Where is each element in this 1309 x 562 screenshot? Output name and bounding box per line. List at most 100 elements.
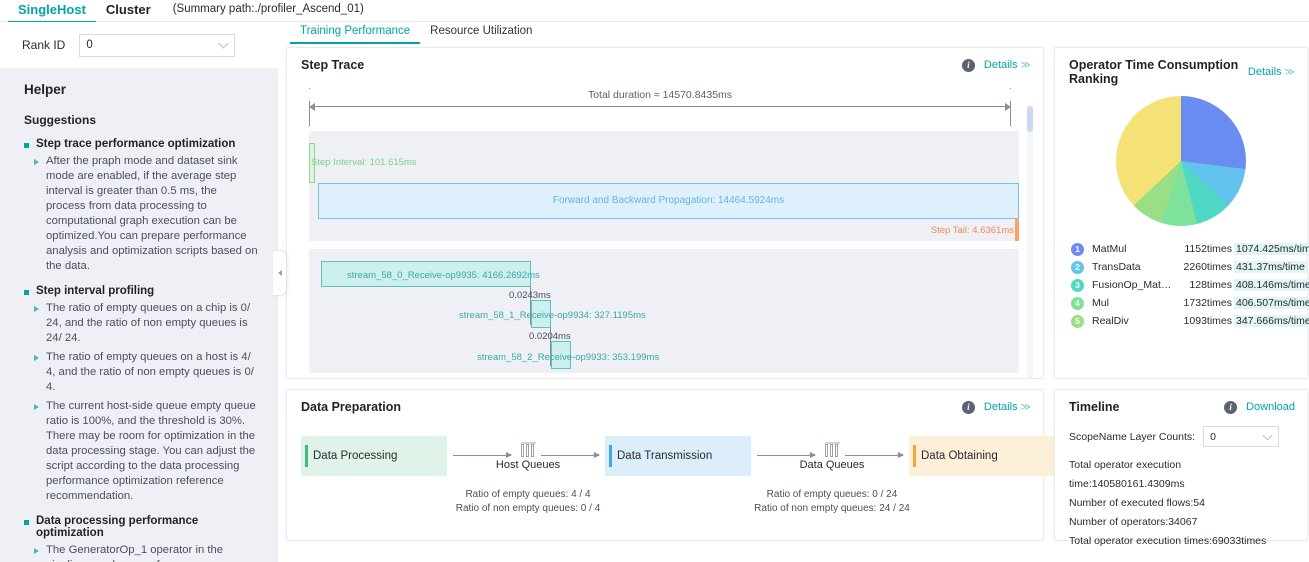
flow-node-data-obtaining[interactable]: Data Obtaining (909, 436, 1055, 476)
suggestion-text: The ratio of empty queues on a chip is 0… (46, 302, 251, 344)
legend-times: 2260times (1183, 261, 1232, 273)
stream-label-0: stream_58_0_Receive-op9935: 4166.2692ms (347, 270, 540, 281)
step-trace-details-link[interactable]: Details ≫ (984, 59, 1031, 71)
legend-row[interactable]: 2 TransData 2260times 431.37ms/time (1071, 258, 1307, 276)
top-tab-cluster[interactable]: Cluster (105, 2, 151, 17)
step-interval-bar[interactable] (309, 143, 315, 183)
chevron-down-icon (218, 38, 229, 49)
flow-arrow-1 (453, 451, 512, 458)
chevron-right-icon: ≫ (1020, 401, 1031, 413)
main-content: Training Performance Resource Utilizatio… (278, 22, 1309, 562)
left-column: Step Trace i Details ≫ (286, 47, 1055, 541)
operator-legend: 1 MatMul 1152times 1074.425ms/time 2 Tra… (1071, 240, 1309, 330)
timeline-body: ScopeName Layer Counts: 0 Total operator… (1055, 414, 1307, 551)
triangle-bullet-icon (34, 355, 39, 361)
flow-node-data-transmission[interactable]: Data Transmission (605, 436, 751, 476)
flow-node-label: Data Processing (313, 450, 398, 462)
queue-data-queues: Data Queues (762, 442, 902, 471)
queue-label: Host Queues (495, 459, 561, 471)
legend-rank-badge: 4 (1071, 296, 1084, 310)
node-accent-bar (913, 445, 916, 467)
legend-operator-name: RealDiv (1092, 315, 1129, 327)
legend-times: 128times (1189, 279, 1232, 291)
sidebar-collapse-handle[interactable] (273, 250, 287, 296)
operator-pie-chart[interactable] (1116, 96, 1246, 226)
timeline-stat-line: Total operator execution times:69033time… (1069, 535, 1267, 547)
info-icon[interactable]: i (1224, 400, 1238, 414)
stream-label-2: stream_58_2_Receive-op9933: 353.199ms (477, 352, 660, 363)
flow-node-data-processing[interactable]: Data Processing (301, 436, 447, 476)
step-trace-scrollbar[interactable] (1027, 106, 1033, 378)
info-icon[interactable]: i (961, 58, 975, 72)
operator-ranking-card: Operator Time Consumption Ranking Detail… (1054, 47, 1309, 379)
stream-bar-0[interactable] (321, 261, 531, 287)
helper-panel: Helper Suggestions Step trace performanc… (6, 68, 272, 562)
bullet-square-icon (24, 520, 29, 525)
step-interval-label: Step Interval: 101.615ms (311, 157, 417, 168)
arrow-left-icon (309, 102, 315, 111)
flow-node-label: Data Transmission (617, 450, 713, 462)
flow-node-label: Data Obtaining (921, 450, 998, 462)
legend-times: 1732times (1183, 297, 1232, 309)
scope-name-select[interactable]: 0 (1203, 426, 1280, 447)
rank-id-value: 0 (86, 39, 93, 51)
step-trace-actions: i Details ≫ (961, 58, 1031, 72)
suggestion-group-head: Data processing performance optimization (24, 515, 258, 539)
suggestion-item: After the praph mode and dataset sink mo… (24, 154, 258, 274)
suggestion-group-head: Step trace performance optimization (24, 138, 258, 150)
stream-bar-1[interactable] (531, 300, 551, 328)
legend-ms-per-time: 431.37ms/time (1234, 261, 1307, 273)
legend-rank-badge: 1 (1071, 242, 1084, 256)
details-label: Details (1247, 66, 1282, 78)
legend-row[interactable]: 3 FusionOp_MatMul… 128times 408.146ms/ti… (1071, 276, 1309, 294)
tab-resource-utilization[interactable]: Resource Utilization (430, 25, 533, 37)
step-trace-header: Step Trace i Details ≫ (287, 48, 1043, 72)
sub-tab-strip: Training Performance Resource Utilizatio… (286, 22, 1308, 47)
stream-connector-1 (550, 328, 551, 366)
scope-name-row: ScopeName Layer Counts: 0 (1069, 426, 1293, 447)
suggestion-item: The ratio of empty queues on a host is 4… (24, 350, 258, 395)
timeline-stat-line: Number of executed flows:54 (1069, 497, 1205, 509)
flow-arrow-3 (757, 451, 816, 458)
rank-id-label: Rank ID (22, 38, 66, 52)
timeline-stat-line: Number of operators:34067 (1069, 516, 1198, 528)
chevron-right-icon: ≫ (1020, 59, 1031, 71)
ratio-empty-queues: Ratio of empty queues: 0 / 24 (766, 489, 898, 500)
triangle-bullet-icon (34, 306, 39, 312)
legend-ms-per-time: 347.666ms/time (1234, 315, 1309, 327)
chevron-down-icon (1262, 430, 1273, 441)
node-accent-bar (609, 445, 612, 467)
legend-operator-name: MatMul (1092, 243, 1127, 255)
step-trace-title: Step Trace (301, 58, 365, 72)
chevron-right-icon: ≫ (1284, 66, 1295, 78)
bullet-square-icon (24, 290, 29, 295)
tab-training-performance[interactable]: Training Performance (290, 22, 421, 44)
legend-operator-name: Mul (1092, 297, 1109, 309)
top-navigation-bar: SingleHost Cluster (Summary path:./profi… (0, 0, 1309, 23)
right-column: Operator Time Consumption Ranking Detail… (1054, 47, 1309, 547)
rank-id-select[interactable]: 0 (79, 33, 236, 57)
top-tab-singlehost[interactable]: SingleHost (8, 2, 96, 23)
forward-backward-bar[interactable]: Forward and Backward Propagation: 14464.… (318, 183, 1019, 219)
stream-connector-0 (530, 287, 531, 325)
timeline-download-link[interactable]: Download (1246, 401, 1295, 413)
operator-ranking-details-link[interactable]: Details ≫ (1248, 66, 1295, 78)
stream-bar-2[interactable] (551, 341, 571, 369)
forward-backward-label: Forward and Backward Propagation: 14464.… (552, 195, 785, 206)
legend-row[interactable]: 1 MatMul 1152times 1074.425ms/time (1071, 240, 1309, 258)
step-tail-bar[interactable] (1015, 219, 1019, 241)
legend-ms-per-time: 408.146ms/time (1234, 279, 1309, 291)
helper-title: Helper (24, 82, 67, 97)
scrollbar-thumb[interactable] (1027, 106, 1033, 132)
queue-host-queues: Host Queues (458, 442, 598, 471)
step-trace-card: Step Trace i Details ≫ (286, 47, 1044, 379)
legend-times: 1152times (1184, 243, 1232, 255)
legend-row[interactable]: 5 RealDiv 1093times 347.666ms/time (1071, 312, 1309, 330)
data-preparation-details-link[interactable]: Details ≫ (984, 401, 1031, 413)
legend-row[interactable]: 4 Mul 1732times 406.507ms/time (1071, 294, 1309, 312)
ratio-empty-queues: Ratio of empty queues: 4 / 4 (465, 489, 591, 500)
page-body: Rank ID 0 Helper Suggestions Step trace … (0, 22, 1309, 562)
info-icon[interactable]: i (961, 400, 975, 414)
operator-ranking-title: Operator Time Consumption Ranking (1069, 58, 1239, 86)
stream-gap-label-1: 0.0204ms (529, 331, 571, 342)
